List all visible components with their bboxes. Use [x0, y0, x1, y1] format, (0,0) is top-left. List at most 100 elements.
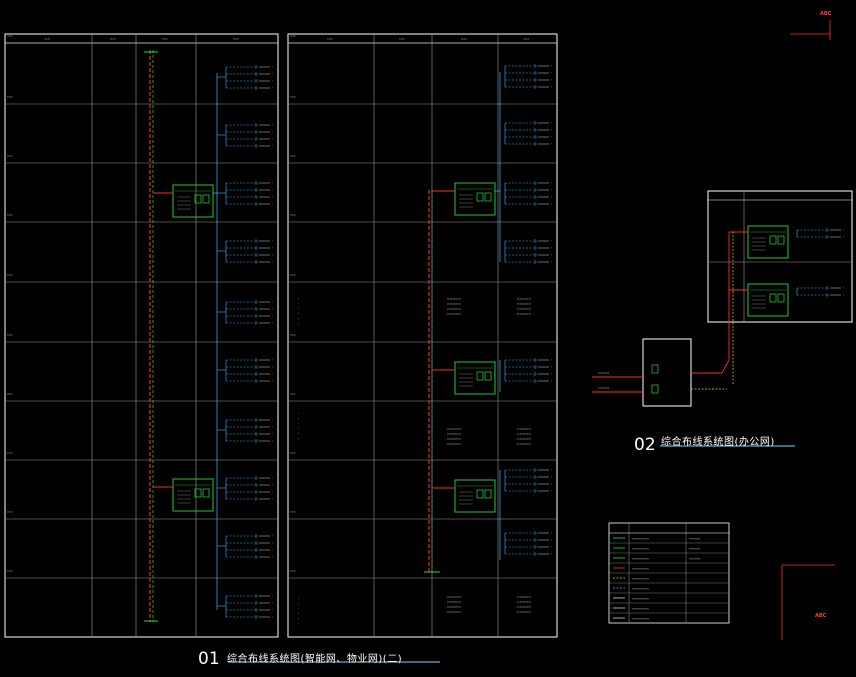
outlet-icon	[825, 293, 829, 297]
outlet-index: ·	[551, 358, 552, 363]
switch-port-icon	[202, 194, 210, 204]
switch-port-icon	[484, 371, 492, 381]
outlet-icon	[825, 235, 829, 239]
switch-port-icon	[777, 235, 785, 245]
drawing-2-title: 综合布线系统图(办公网)	[661, 437, 775, 448]
corner-mark-top-right: ABC	[820, 11, 832, 17]
outlet-index: ·	[272, 130, 273, 135]
legend-desc: ▭▭▭▭▭▭	[632, 587, 649, 591]
outlet-icon	[254, 65, 258, 69]
note-dot: ·	[298, 421, 299, 426]
note-line: · ▭▭▭▭▭	[445, 432, 461, 436]
outlet-icon	[533, 246, 537, 250]
outlet-index: ·	[272, 123, 273, 128]
legend-desc: ▭▭▭▭▭▭	[632, 567, 649, 571]
panel-middle-floor-label: ▭▭	[290, 34, 296, 38]
outlet-index: ·	[551, 260, 552, 265]
outlet-icon	[254, 379, 258, 383]
drawing-1-title: 综合布线系统图(智能网、物业网)(二)	[227, 654, 403, 665]
outlet-icon	[533, 365, 537, 369]
outlet-icon	[254, 188, 258, 192]
outlet-index: ·	[551, 372, 552, 377]
outlet-index: ·	[551, 545, 552, 550]
outlet-icon	[254, 548, 258, 552]
outlet-index: ·	[272, 594, 273, 599]
outlet-icon	[254, 300, 258, 304]
outlet-index: ·	[272, 239, 273, 244]
outlet-icon	[254, 321, 258, 325]
outlet-index: ·	[843, 293, 844, 298]
legend-desc: ▭▭▭▭▭▭	[632, 557, 649, 561]
outlet-index: ·	[551, 379, 552, 384]
note-line: · ▭▭▭▭▭	[445, 442, 461, 446]
switch-port-icon	[769, 293, 777, 303]
outlet-icon	[533, 545, 537, 549]
note-dot: ·	[298, 416, 299, 421]
outlet-index: ·	[551, 85, 552, 90]
outlet-icon	[254, 79, 258, 83]
outlet-icon	[254, 86, 258, 90]
outlet-index: ·	[272, 195, 273, 200]
switch-port-icon	[194, 488, 202, 498]
outlet-index: ·	[272, 439, 273, 444]
outlet-icon	[533, 85, 537, 89]
outlet-icon	[254, 541, 258, 545]
outlet-index: ·	[272, 86, 273, 91]
panel-left-floor-label: ▭▭	[7, 510, 13, 514]
panel-middle-floor-label: ▭▭	[290, 213, 296, 217]
note-line: · ▭▭▭▭▭	[515, 297, 531, 301]
outlet-index: ·	[272, 372, 273, 377]
note-line: · ▭▭▭▭▭	[515, 432, 531, 436]
outlet-icon	[254, 425, 258, 429]
panel-left-floor-label: ▭▭	[7, 154, 13, 158]
mdf-port-icon	[651, 364, 659, 374]
outlet-icon	[825, 286, 829, 290]
outlet-index: ·	[551, 78, 552, 83]
outlet-icon	[533, 475, 537, 479]
note-dot: ·	[298, 431, 299, 436]
note-line: · ▭▭▭▭▭	[515, 307, 531, 311]
note-dot: ·	[298, 616, 299, 621]
outlet-index: ·	[272, 79, 273, 84]
outlet-icon	[533, 552, 537, 556]
outlet-index: ·	[272, 321, 273, 326]
outlet-icon	[533, 71, 537, 75]
outlet-index: ·	[272, 181, 273, 186]
note-dot: ·	[298, 426, 299, 431]
note-dot: ·	[298, 311, 299, 316]
panel-left-floor-label: ▭▭	[7, 213, 13, 217]
outlet-icon	[254, 418, 258, 422]
outlet-index: ·	[551, 64, 552, 69]
outlet-index: ·	[272, 601, 273, 606]
drawing-1-number: 01	[198, 649, 220, 669]
office-switch-lower	[747, 283, 789, 317]
outlet-icon	[254, 534, 258, 538]
outlet-icon	[533, 135, 537, 139]
panel-middle-floor-label: ▭▭	[290, 273, 296, 277]
outlet-index: ·	[272, 137, 273, 142]
outgoing-red	[721, 359, 730, 374]
outlet-index: ·	[272, 358, 273, 363]
panel-left-floor-label: ▭▭	[7, 34, 13, 38]
outlet-index: ·	[272, 144, 273, 149]
outlet-icon	[254, 239, 258, 243]
outlet-icon	[254, 601, 258, 605]
outlet-index: ·	[272, 615, 273, 620]
legend-desc: ▭▭▭▭▭▭	[632, 577, 649, 581]
panel-left-floor-label: ▭▭	[7, 569, 13, 573]
outlet-icon	[254, 181, 258, 185]
panel-left-frame	[4, 33, 279, 638]
outlet-icon	[533, 202, 537, 206]
panel-left-floor-label: ▭▭	[7, 273, 13, 277]
legend-desc: ▭▭▭▭▭▭	[632, 547, 649, 551]
switch-box-b	[454, 361, 496, 395]
note-dot: ·	[298, 411, 299, 416]
outlet-index: ·	[272, 300, 273, 305]
outlet-index: ·	[272, 555, 273, 560]
outlet-icon	[254, 130, 258, 134]
outlet-icon	[254, 144, 258, 148]
incoming-label: ▭▭▭▭	[598, 371, 610, 375]
outlet-index: ·	[272, 497, 273, 502]
note-line: · ▭▭▭▭▭	[445, 307, 461, 311]
outlet-icon	[254, 483, 258, 487]
